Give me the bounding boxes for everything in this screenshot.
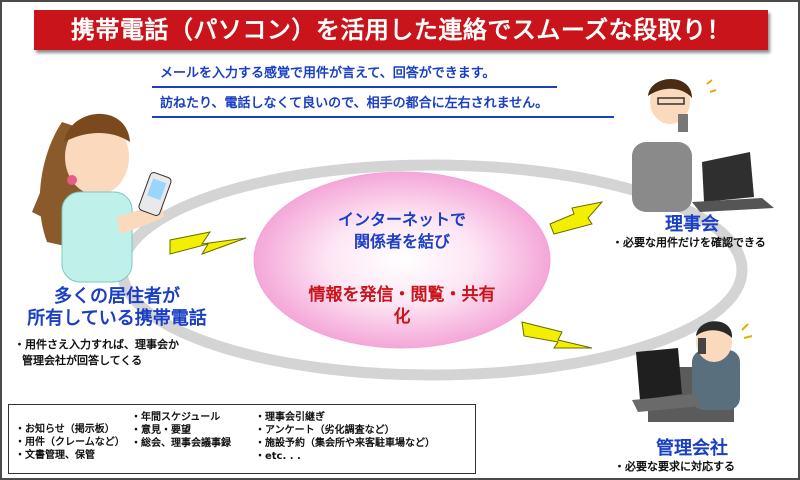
residents-label: 多くの居住者が 所有している携帯電話	[12, 286, 222, 330]
hub-primary-line-1: インターネットで	[337, 210, 466, 229]
management-staff-illustration	[632, 321, 753, 422]
board-note: ・必要な用件だけを確認できる	[612, 236, 766, 249]
hub-primary-line-2: 関係者を結び	[353, 232, 450, 251]
lightning-bolt-upper-right-icon	[549, 201, 604, 235]
hub-secondary-text: 情報を発信・閲覧・共有化	[308, 285, 496, 327]
intro-underline-2	[152, 116, 614, 118]
feature-item: ・etc. . .	[255, 451, 301, 462]
management-note: ・必要な要求に対応する	[614, 460, 735, 473]
management-label: 管理会社	[656, 438, 728, 459]
hub-primary-text: インターネットで 関係者を結び	[302, 209, 502, 253]
feature-item: ・アンケート（劣化調査など）	[255, 425, 395, 436]
residents-note-line-2: 管理会社が回答してくる	[22, 354, 143, 367]
features-column-1: ・お知らせ（掲示板） ・用件（クレームなど） ・文書管理、保管	[15, 423, 125, 462]
feature-item: ・施設予約（集会所や来客駐車場など）	[255, 438, 435, 449]
lightning-bolt-left-icon	[169, 231, 247, 255]
intro-underline-1	[152, 86, 557, 88]
title-banner: 携帯電話（パソコン）を活用した連絡でスムーズな段取り！	[34, 10, 768, 50]
board-member-illustration	[632, 79, 774, 212]
feature-item: ・用件（クレームなど）	[15, 437, 125, 448]
features-column-2: ・年間スケジュール ・意見・要望 ・総会、理事会議事録	[131, 411, 231, 450]
feature-item: ・お知らせ（掲示板）	[15, 424, 115, 435]
features-column-3: ・理事会引継ぎ ・アンケート（劣化調査など） ・施設予約（集会所や来客駐車場など…	[255, 411, 435, 463]
intro-line-1: メールを入力する感覚で用件が言えて、回答ができます。	[160, 66, 496, 81]
feature-item: ・意見・要望	[131, 425, 191, 436]
residents-note-line-1: ・用件さえ入力すれば、理事会か	[14, 338, 179, 351]
feature-item: ・理事会引継ぎ	[255, 412, 325, 423]
intro-line-2: 訪ねたり、電話しなくて良いので、相手の都合に左右されません。	[160, 96, 549, 111]
woman-with-phone-illustration	[32, 113, 172, 283]
lightning-bolt-lower-right-icon	[521, 321, 593, 349]
residents-label-line-2: 所有している携帯電話	[27, 308, 207, 329]
board-label: 理事会	[665, 214, 719, 235]
feature-item: ・文書管理、保管	[15, 450, 95, 461]
residents-label-line-1: 多くの居住者が	[54, 286, 180, 307]
features-box: ・お知らせ（掲示板） ・用件（クレームなど） ・文書管理、保管 ・年間スケジュー…	[8, 404, 476, 474]
internet-hub	[253, 171, 551, 349]
feature-item: ・年間スケジュール	[131, 412, 221, 423]
feature-item: ・総会、理事会議事録	[131, 438, 231, 449]
